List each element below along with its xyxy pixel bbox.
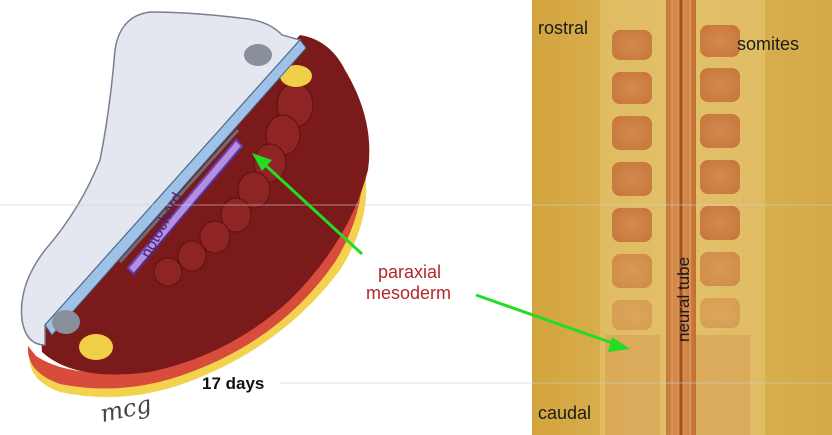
- micrograph: [532, 0, 832, 435]
- somites-label: somites: [737, 34, 799, 55]
- yellow-patch-bottom: [79, 334, 113, 360]
- rostral-label: rostral: [538, 18, 588, 39]
- somites-right: [700, 25, 740, 328]
- age-label: 17 days: [202, 374, 264, 394]
- caudal-label: caudal: [538, 403, 591, 424]
- somites-left: [612, 30, 652, 330]
- mesoderm-label: mesoderm: [366, 283, 451, 303]
- paraxial-label: paraxial: [378, 262, 441, 282]
- neural-groove-hole-bottom: [52, 310, 80, 334]
- neural-tube-label: neural tube: [674, 257, 694, 342]
- neural-groove-hole-top: [244, 44, 272, 66]
